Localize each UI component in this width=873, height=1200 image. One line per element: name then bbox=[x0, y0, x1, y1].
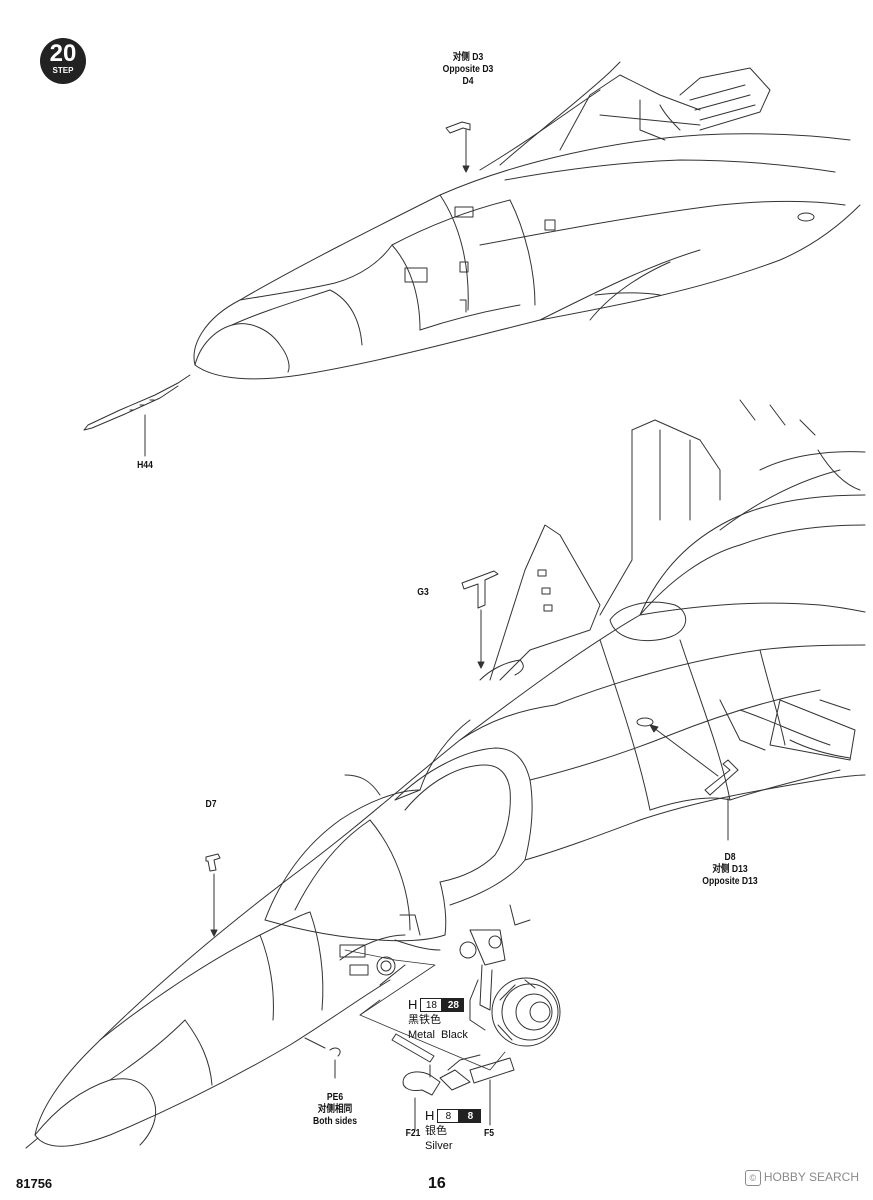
label-g3: G3 bbox=[417, 587, 429, 598]
page-number: 16 bbox=[428, 1175, 446, 1192]
label-d13-en: Opposite D13 bbox=[702, 876, 758, 887]
paint-callout-silver: H 8 8 银色 Silver bbox=[425, 1108, 482, 1153]
label-f21: F21 bbox=[405, 1128, 421, 1139]
label-d13-cn: 对侧 D13 bbox=[712, 864, 748, 875]
paint-name-cn: 银色 bbox=[425, 1125, 447, 1137]
paint-name-en: Metal Black bbox=[408, 1029, 468, 1041]
paint-code-light: 18 bbox=[420, 997, 443, 1012]
label-d3-cn: 对侧 D3 bbox=[452, 52, 484, 63]
label-d8: D8 bbox=[724, 852, 736, 863]
label-d4: D4 bbox=[462, 76, 474, 87]
upper-nose-section bbox=[83, 61, 861, 457]
paint-brand-letter: H bbox=[425, 1108, 435, 1123]
watermark-badge: © bbox=[744, 1170, 761, 1186]
label-f5: F5 bbox=[483, 1128, 495, 1139]
label-pe6: PE6 对侧相同 Both sides bbox=[305, 1092, 365, 1128]
step-badge: 20 STEP bbox=[40, 38, 86, 84]
paint-name-en: Silver bbox=[425, 1140, 453, 1152]
paint-callout-metal-black: H 18 28 黑铁色 Metal Black bbox=[408, 997, 468, 1042]
lower-aircraft-section bbox=[25, 399, 866, 1149]
paint-name-cn: 黑铁色 bbox=[408, 1014, 441, 1026]
step-word: STEP bbox=[52, 66, 74, 75]
label-d7: D7 bbox=[205, 799, 217, 810]
paint-code-dark: 8 bbox=[459, 1108, 482, 1123]
label-pe6-en: Both sides bbox=[313, 1116, 357, 1127]
label-pe6-cn: 对侧相同 bbox=[317, 1104, 353, 1115]
paint-code-light: 8 bbox=[437, 1108, 460, 1123]
label-d3-d4: 对侧 D3 Opposite D3 D4 bbox=[434, 52, 503, 88]
watermark: ©HOBBY SEARCH bbox=[744, 1170, 859, 1186]
paint-brand-letter: H bbox=[408, 997, 418, 1012]
label-h44: H44 bbox=[137, 460, 153, 471]
paint-code-dark: 28 bbox=[442, 997, 465, 1012]
label-d3-en: Opposite D3 bbox=[442, 64, 494, 75]
label-pe6-code: PE6 bbox=[326, 1092, 344, 1103]
kit-number: 81756 bbox=[16, 1176, 53, 1191]
watermark-text: HOBBY SEARCH bbox=[763, 1170, 859, 1184]
label-d8-d13: D8 对侧 D13 Opposite D13 bbox=[696, 852, 765, 888]
step-number: 20 bbox=[49, 40, 77, 67]
